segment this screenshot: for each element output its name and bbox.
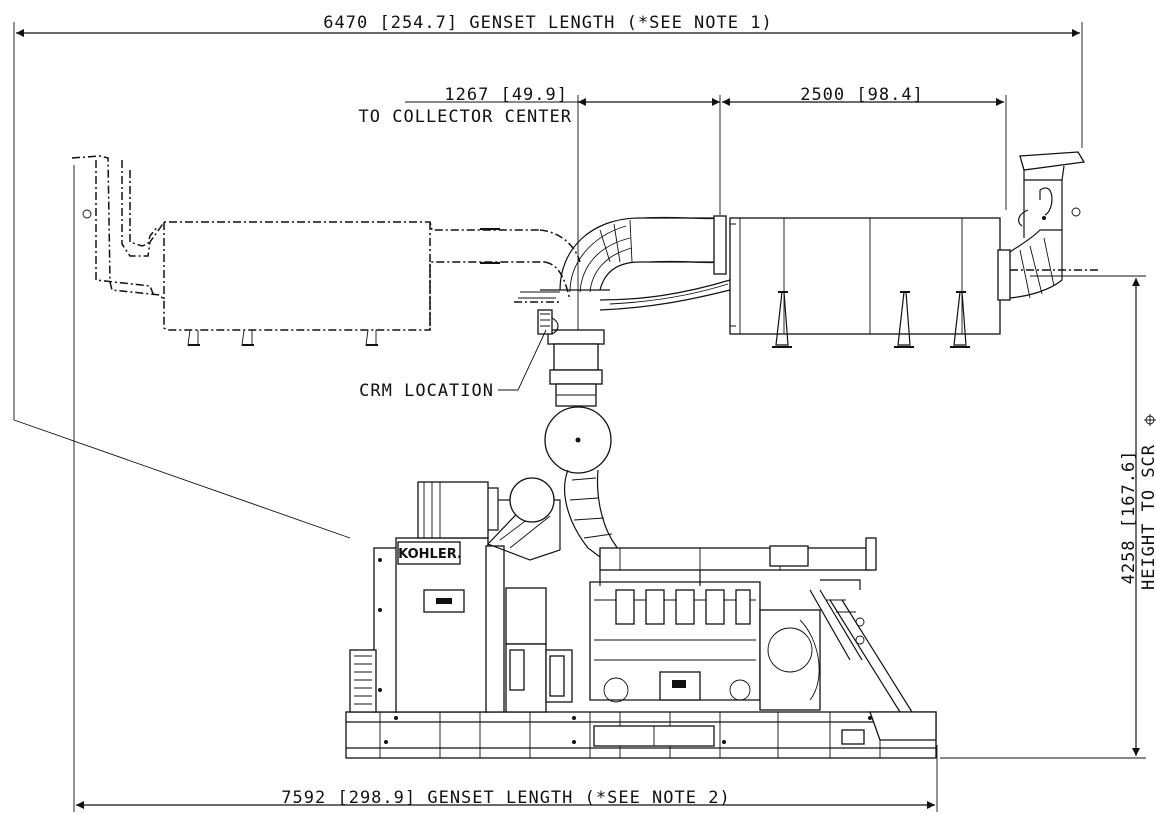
kohler-logo-text: KOHLER. [398, 547, 462, 562]
height-value-label: 4258 [167.6] [1119, 450, 1139, 585]
crm-module [537, 309, 559, 335]
scr-length-label: 2500 [98.4] [800, 85, 924, 105]
bottom-genset-length-dimension: 7592 [298.9] GENSET LENGTH (*SEE NOTE 2) [73, 165, 938, 812]
vertical-exhaust [537, 309, 621, 561]
scr-supports [772, 291, 970, 348]
scr-assembly [729, 151, 1100, 348]
exhaust-elbow [540, 215, 727, 293]
height-scr-label: HEIGHT TO SCR [1139, 444, 1156, 590]
collector-distance-label: 1267 [49.9] [444, 85, 568, 105]
flex-connector [514, 279, 731, 311]
scr-length-dimension: 2500 [98.4] [722, 85, 1007, 210]
genset-right-end [759, 579, 937, 741]
phantom-exhaust-option [71, 155, 581, 346]
genset-base [345, 711, 937, 759]
top-genset-length-dimension: 6470 [254.7] GENSET LENGTH (*SEE NOTE 1) [13, 13, 1083, 420]
height-dimension: 4258 [167.6] HEIGHT TO SCR [940, 275, 1156, 759]
engine-block [505, 537, 877, 713]
top-genset-length-label: 6470 [254.7] GENSET LENGTH (*SEE NOTE 1) [323, 13, 772, 33]
control-enclosure: KOHLER. [349, 499, 561, 713]
left-extension-leader [13, 419, 351, 539]
kohler-logo: KOHLER. [397, 541, 462, 565]
bottom-genset-length-label: 7592 [298.9] GENSET LENGTH (*SEE NOTE 2) [281, 788, 730, 808]
hardware-details [378, 558, 872, 744]
centerline-symbol [1144, 414, 1156, 426]
air-intake [417, 477, 555, 539]
collector-center-label: TO COLLECTOR CENTER [359, 107, 572, 127]
cylinder-heads [615, 589, 751, 625]
crm-location-label: CRM LOCATION [359, 381, 494, 401]
scr-housing [729, 217, 1001, 335]
crm-callout: CRM LOCATION [359, 329, 547, 401]
collector-center-dimension: 1267 [49.9] TO COLLECTOR CENTER [359, 85, 721, 330]
